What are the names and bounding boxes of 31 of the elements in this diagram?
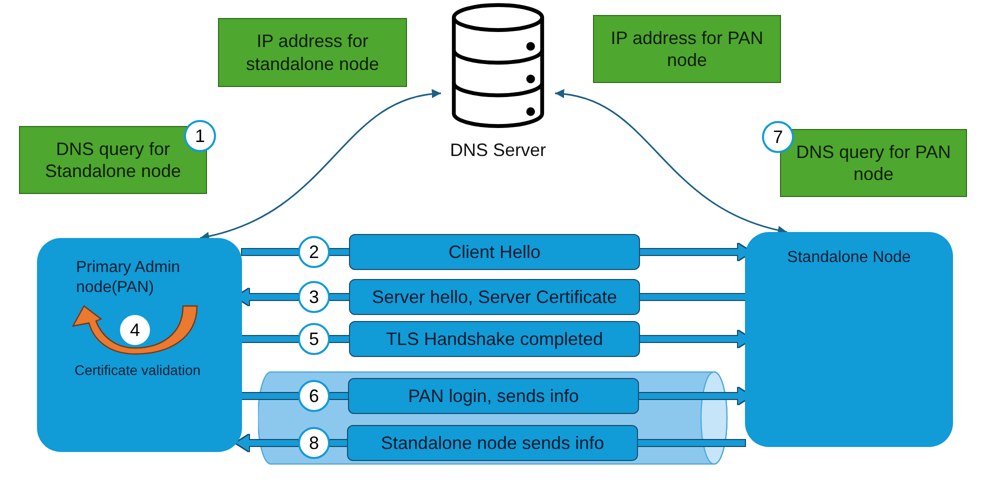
step-number: 7	[762, 121, 794, 153]
connector-line	[330, 336, 349, 342]
message-box: TLS Handshake completed	[349, 321, 640, 357]
step-number: 3	[298, 281, 330, 313]
connector-line	[330, 393, 348, 399]
arrow	[236, 434, 298, 452]
connector-line	[242, 393, 298, 399]
node-title: Primary Admin node(PAN)	[76, 258, 182, 298]
message-box: Client Hello	[349, 234, 640, 270]
message-box: PAN login, sends info	[348, 378, 639, 414]
step-caption: Certificate validation	[73, 362, 202, 379]
node-panel	[37, 238, 242, 452]
connector-line	[242, 336, 298, 342]
note-box: IP address for PAN node	[593, 15, 781, 83]
connector-line	[330, 440, 347, 446]
connector-line	[330, 249, 349, 255]
node-label: DNS Server	[448, 140, 548, 162]
step-number: 5	[298, 323, 330, 355]
step-number: 2	[298, 236, 330, 268]
message-box: Standalone node sends info	[347, 425, 638, 461]
note-box: IP address for standalone node	[218, 18, 407, 87]
connector-line	[638, 440, 745, 446]
connector-line	[242, 249, 298, 255]
connector-line	[640, 294, 745, 300]
step-number: 1	[184, 120, 216, 152]
arrow	[200, 90, 442, 240]
node-panel: Standalone Node	[745, 232, 953, 447]
message-box: Server hello, Server Certificate	[349, 279, 640, 315]
connector-line	[330, 294, 349, 300]
arrow	[554, 90, 788, 234]
step-number: 4	[120, 315, 150, 345]
